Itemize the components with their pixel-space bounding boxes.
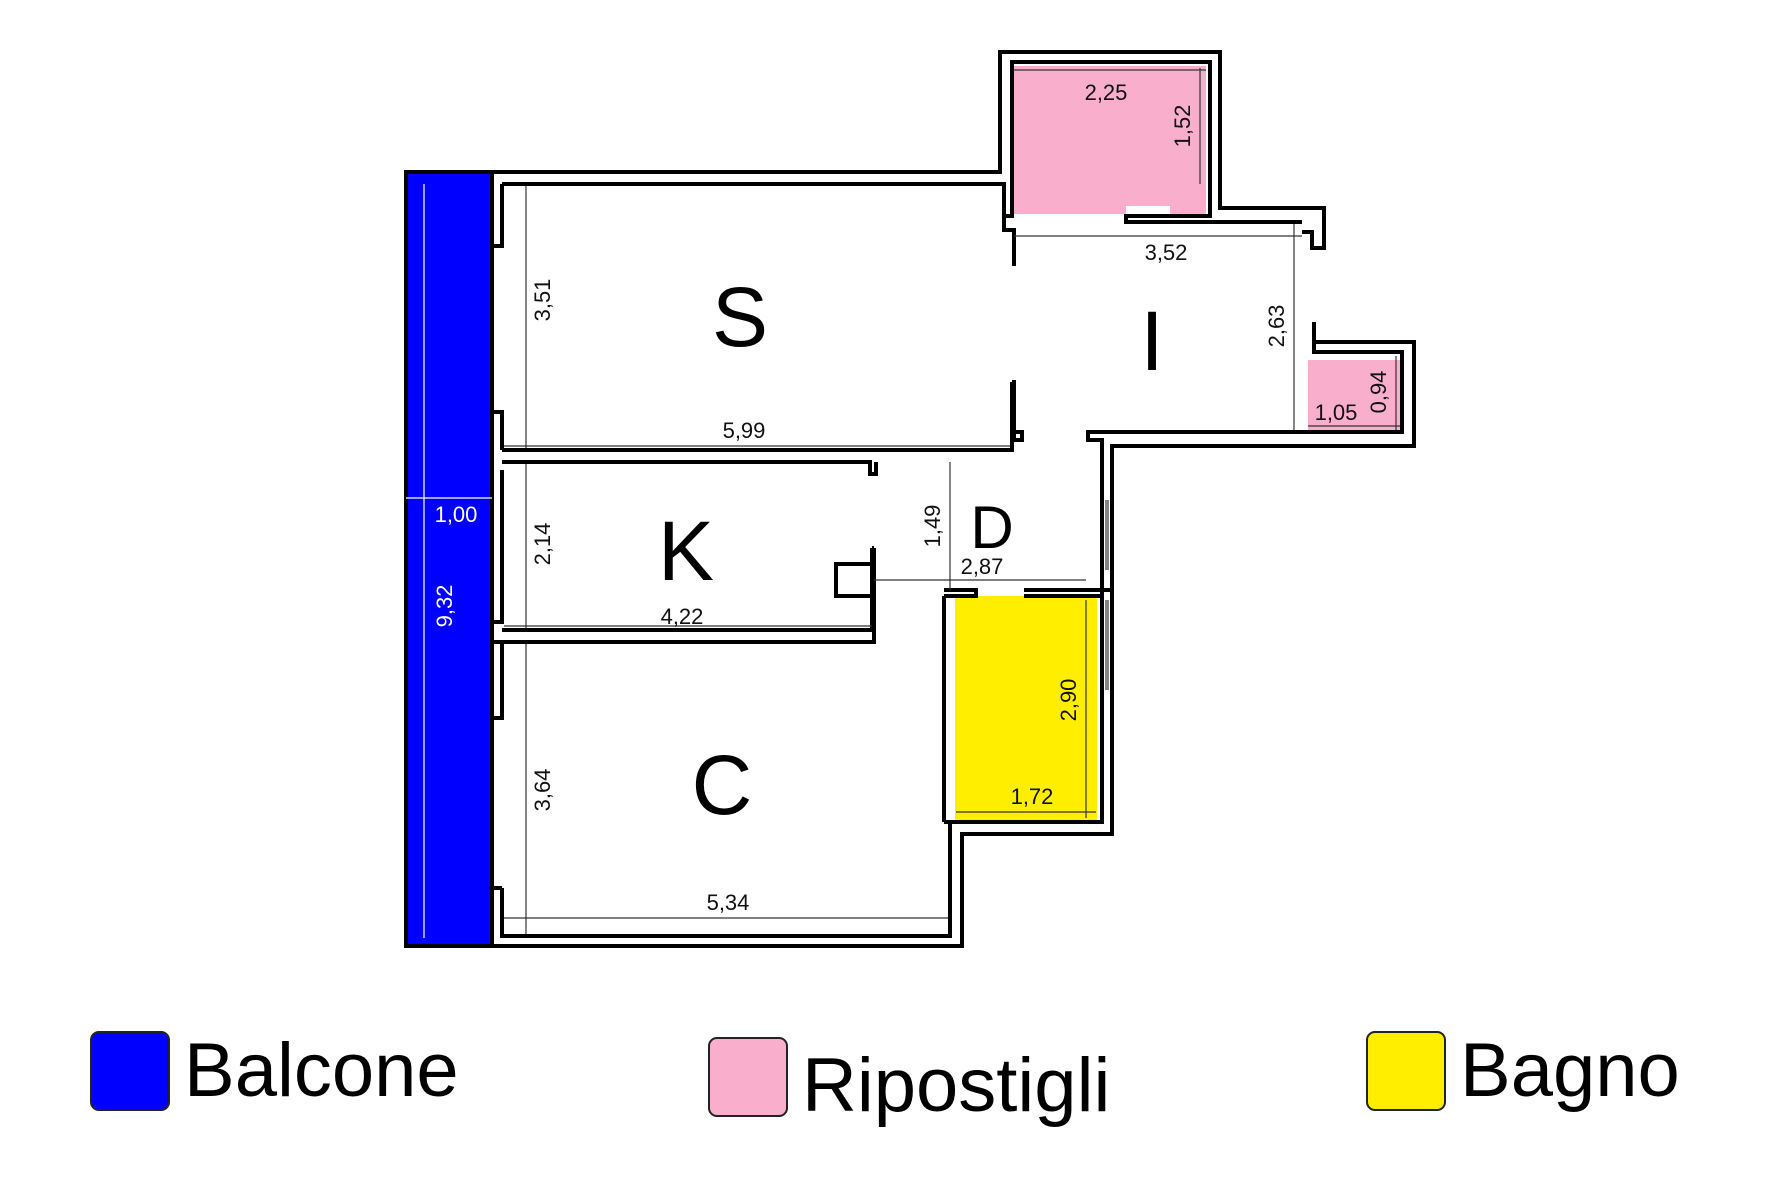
- dim-rip-top-height: 1,52: [1170, 105, 1195, 148]
- legend-label-balcone: Balcone: [184, 1028, 459, 1113]
- dim-soggiorno-height: 3,51: [530, 279, 555, 322]
- legend-ripostigli: Ripostigli: [708, 1032, 1111, 1128]
- room-label-camera: C: [692, 738, 753, 832]
- dim-balcone-length: 9,32: [432, 585, 457, 628]
- dim-ingresso-width: 3,52: [1145, 240, 1188, 265]
- dim-rip-top-width: 2,25: [1085, 80, 1128, 105]
- dim-cucina-height: 2,14: [530, 523, 555, 566]
- dim-camera-height: 3,64: [530, 769, 555, 812]
- dim-rip-small-height: 0,94: [1366, 371, 1391, 414]
- ripostiglio-small-area: [1308, 360, 1400, 430]
- outer-wall-outer: [492, 50, 1416, 948]
- outer-wall-inner: [500, 60, 1404, 938]
- legend-swatch-balcone: [90, 1031, 170, 1111]
- dim-rip-small-width: 1,05: [1315, 400, 1358, 425]
- wall-bagno: [942, 588, 1112, 824]
- dim-soggiorno-width: 5,99: [723, 418, 766, 443]
- dim-disimpegno-width: 2,87: [961, 554, 1004, 579]
- room-label-disimpegno: D: [970, 494, 1013, 561]
- legend-label-bagno: Bagno: [1460, 1028, 1680, 1113]
- dim-disimpegno-height: 1,49: [920, 505, 945, 548]
- legend-swatch-bagno: [1366, 1031, 1446, 1111]
- ripostiglio-top-area: [1014, 66, 1206, 216]
- room-label-soggiorno: S: [712, 270, 768, 364]
- windows-right: [1105, 500, 1109, 690]
- legend-label-ripostigli: Ripostigli: [802, 1043, 1111, 1128]
- room-label-ingresso: I: [1140, 294, 1163, 388]
- legend-swatch-ripostigli: [708, 1037, 788, 1117]
- dim-cucina-width: 4,22: [661, 604, 704, 629]
- legend-bagno: Bagno: [1366, 1026, 1680, 1116]
- legend-balcone: Balcone: [90, 1026, 459, 1116]
- room-label-cucina: K: [658, 504, 714, 598]
- wall-s-i: [1002, 216, 1016, 442]
- dim-ingresso-height: 2,63: [1264, 305, 1289, 348]
- bagno-area: [955, 596, 1097, 820]
- balcone-area: [406, 172, 492, 946]
- dim-bagno-height: 2,90: [1056, 679, 1081, 722]
- dim-bagno-width: 1,72: [1011, 784, 1054, 809]
- balcone-outline: [404, 170, 494, 948]
- dim-camera-width: 5,34: [707, 890, 750, 915]
- dim-balcone-width: 1,00: [435, 502, 478, 527]
- wall-k-c: [502, 546, 876, 644]
- left-wall: [492, 184, 504, 890]
